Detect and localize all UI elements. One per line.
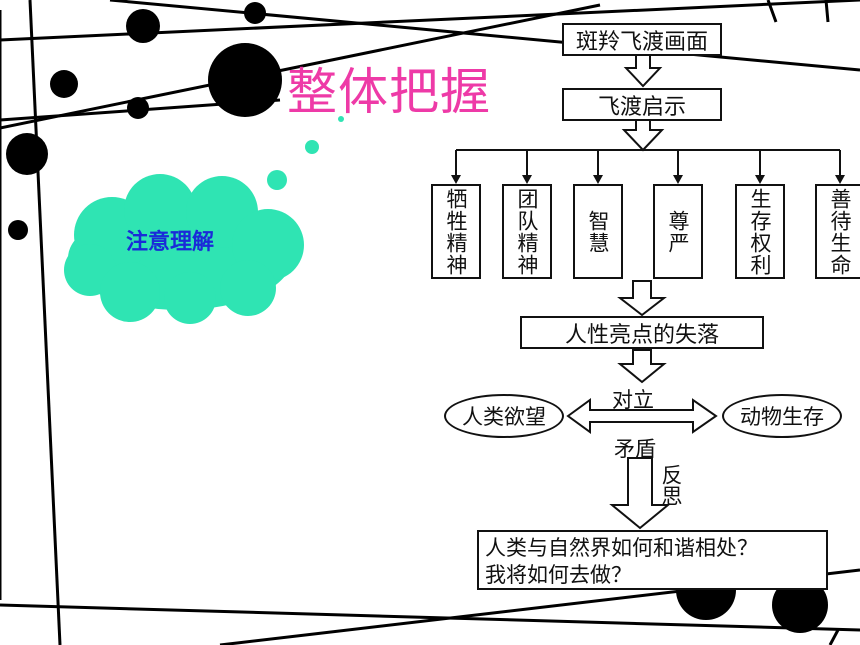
- branch-cherish-life: 善待生命: [815, 184, 860, 279]
- ellipse-human-desire: 人类欲望: [444, 394, 564, 438]
- slide-title: 整体把握: [287, 63, 491, 121]
- question-line-2: 我将如何去做？: [485, 563, 632, 587]
- decorative-dots: [6, 2, 828, 633]
- cloud-note: 注意理解: [126, 230, 215, 255]
- branch-connectors: [455, 149, 841, 177]
- label-opposition: 对立: [612, 388, 654, 412]
- box-flying-inspiration: 飞渡启示: [562, 88, 722, 121]
- branch-survival-rights: 生存权利: [735, 184, 785, 279]
- branch-dignity: 尊严: [653, 184, 703, 279]
- branch-wisdom: 智慧: [573, 184, 623, 279]
- box-final-question: 人类与自然界如何和谐相处？ 我将如何去做？: [477, 530, 828, 590]
- label-contradiction: 矛盾: [614, 437, 656, 461]
- ellipse-animal-survival: 动物生存: [722, 394, 842, 438]
- label-reflection: 反思: [659, 464, 684, 506]
- question-line-1: 人类与自然界如何和谐相处？: [485, 536, 758, 560]
- cloud-shape: [64, 174, 304, 324]
- box-flying-scene: 斑羚飞渡画面: [562, 23, 722, 56]
- branch-teamwork: 团队精神: [502, 184, 552, 279]
- branch-sacrifice: 牺牲精神: [431, 184, 481, 279]
- box-humanity-loss: 人性亮点的失落: [520, 316, 764, 349]
- branch-arrowheads: [451, 175, 845, 184]
- thought-bubbles: [267, 116, 344, 190]
- hollow-arrows: [566, 54, 718, 530]
